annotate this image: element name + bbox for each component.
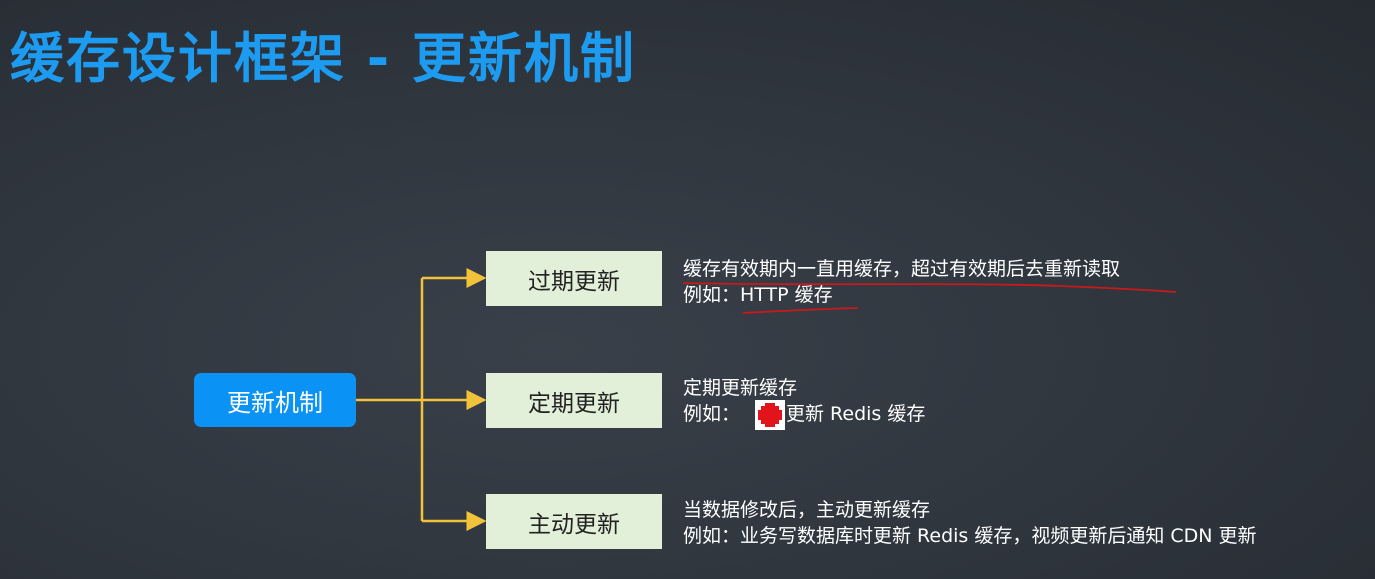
branch-node-expire: 过期更新 <box>486 251 662 306</box>
slide-title: 缓存设计框架 - 更新机制 <box>10 27 637 90</box>
branch-desc-active: 当数据修改后，主动更新缓存 例如：业务写数据库时更新 Redis 缓存，视频更新… <box>683 497 1257 549</box>
annotation-underline-2 <box>742 307 859 314</box>
desc-example-suffix: 更新 Redis 缓存 <box>786 403 926 425</box>
branch-node-active: 主动更新 <box>486 494 662 549</box>
desc-line: 定期更新缓存 <box>683 377 798 399</box>
annotation-underline-1 <box>682 282 1177 293</box>
desc-example: 例如： 更新 Redis 缓存 <box>683 401 925 427</box>
root-node: 更新机制 <box>194 373 356 427</box>
desc-line: 当数据修改后，主动更新缓存 <box>683 499 931 521</box>
desc-example-prefix: 例如： <box>683 403 741 425</box>
desc-line: 缓存有效期内一直用缓存，超过有效期后去重新读取 <box>683 258 1121 280</box>
branch-desc-expire: 缓存有效期内一直用缓存，超过有效期后去重新读取 例如：HTTP 缓存 <box>683 256 1120 308</box>
branch-desc-periodic: 定期更新缓存 例如： 更新 Redis 缓存 <box>683 375 925 427</box>
branch-node-periodic: 定期更新 <box>486 373 662 428</box>
desc-example: 例如：业务写数据库时更新 Redis 缓存，视频更新后通知 CDN 更新 <box>683 525 1257 547</box>
desc-example: 例如：HTTP 缓存 <box>683 284 833 306</box>
red-cross-marker-icon <box>755 400 785 430</box>
